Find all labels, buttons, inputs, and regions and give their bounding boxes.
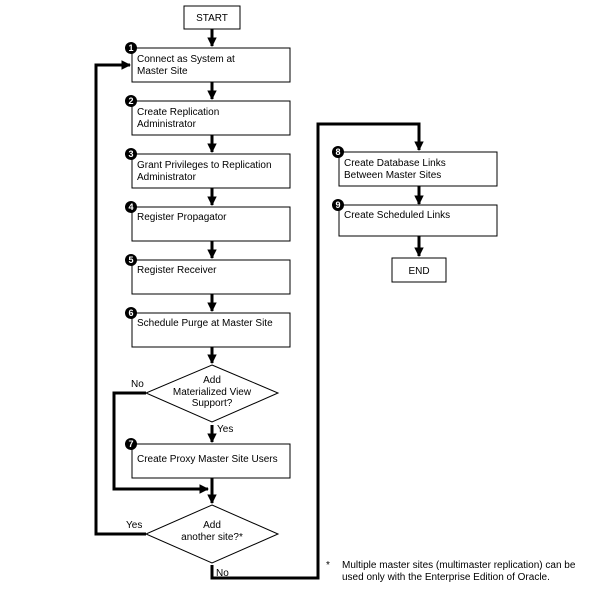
step-1-number: 1: [128, 43, 133, 53]
end-terminal: END: [391, 257, 447, 283]
decision-mv-line-1: Add: [203, 375, 221, 386]
step-5-badge: [125, 254, 137, 266]
decision-site-no-label: No: [216, 568, 229, 579]
decision-mv-line-3: Support?: [192, 398, 233, 409]
step-8-label-line-2: Between Master Sites: [344, 170, 441, 181]
decision-site-line-2: another site?*: [181, 532, 243, 543]
decision-site-line-1: Add: [203, 520, 221, 531]
step-2-number: 2: [128, 96, 133, 106]
step-5-number: 5: [128, 255, 133, 265]
decision-site-yes-label: Yes: [126, 520, 142, 531]
end-label: END: [408, 266, 429, 277]
step-1-label-line-2: Master Site: [137, 66, 188, 77]
step-2-label-line-2: Administrator: [137, 119, 197, 130]
step-5-label: Register Receiver: [137, 265, 217, 276]
step-8-number: 8: [335, 147, 340, 157]
step-1-box: Connect as System at Master Site 1: [125, 42, 291, 83]
step-3-badge: [125, 148, 137, 160]
step-1-badge: [125, 42, 137, 54]
decision-mv-line-2: Materialized View: [173, 387, 252, 398]
step-3-number: 3: [128, 149, 133, 159]
step-4-badge: [125, 201, 137, 213]
step-7-label: Create Proxy Master Site Users: [137, 454, 278, 465]
step-2-box: Create Replication Administrator 2: [125, 95, 291, 136]
decision-mv-yes-label: Yes: [217, 424, 233, 435]
decision-mv-support: Add Materialized View Support? No Yes: [131, 364, 280, 435]
step-3-box: Grant Privileges to Replication Administ…: [125, 148, 291, 189]
connectors: [94, 29, 424, 580]
start-terminal: START: [183, 5, 241, 30]
step-6-badge: [125, 307, 137, 319]
step-4-label: Register Propagator: [137, 212, 227, 223]
step-6-label: Schedule Purge at Master Site: [137, 318, 273, 329]
step-8-box: Create Database Links Between Master Sit…: [332, 146, 498, 187]
step-6-number: 6: [128, 308, 133, 318]
step-3-label-line-2: Administrator: [137, 172, 197, 183]
footnote-text: Multiple master sites (multimaster repli…: [342, 560, 576, 583]
step-3-label-line-1: Grant Privileges to Replication: [137, 160, 272, 171]
step-9-badge: [332, 199, 344, 211]
step-5-box: Register Receiver 5: [125, 254, 291, 295]
footnote-marker: *: [326, 560, 330, 571]
step-2-badge: [125, 95, 137, 107]
decision-another-site: Add another site?* Yes No: [126, 504, 280, 579]
step-9-label: Create Scheduled Links: [344, 210, 450, 221]
decision-mv-no-label: No: [131, 379, 144, 390]
step-4-number: 4: [128, 202, 133, 212]
step-7-badge: [125, 438, 137, 450]
step-9-box: Create Scheduled Links 9: [332, 199, 498, 237]
step-8-badge: [332, 146, 344, 158]
step-9-number: 9: [335, 200, 340, 210]
step-7-box: Create Proxy Master Site Users 7: [125, 438, 291, 479]
step-6-box: Schedule Purge at Master Site 6: [125, 307, 291, 348]
step-4-box: Register Propagator 4: [125, 201, 291, 242]
step-1-label-line-1: Connect as System at: [137, 54, 235, 65]
step-7-number: 7: [128, 439, 133, 449]
start-label: START: [196, 13, 228, 24]
step-2-label-line-1: Create Replication: [137, 107, 219, 118]
step-8-label-line-1: Create Database Links: [344, 158, 446, 169]
